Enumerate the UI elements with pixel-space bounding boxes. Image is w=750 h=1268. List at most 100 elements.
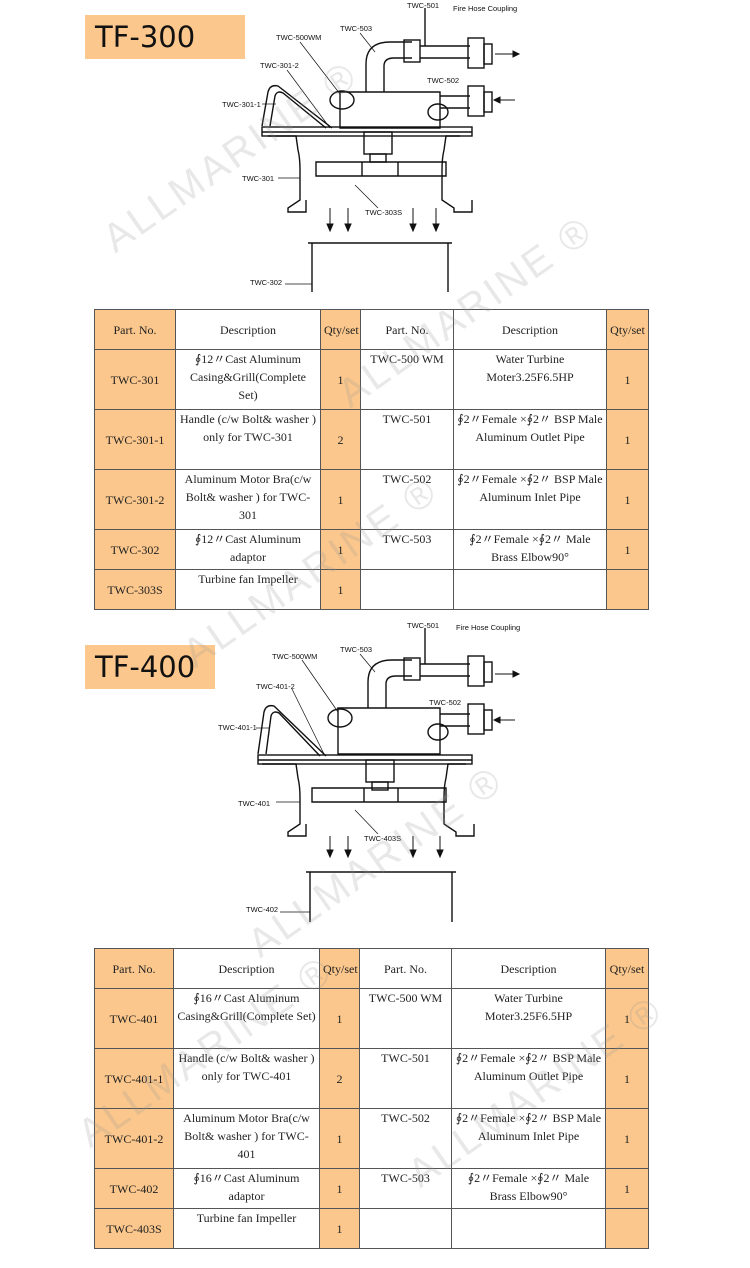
label-casing-2: TWC-301-2 [260,61,299,70]
label-twc500wm: TWC-500WM [272,652,317,661]
description: Turbine fan Impeller [173,1208,320,1249]
qty [605,1208,649,1249]
parts-table: Part. No. Description Qty/set Part. No. … [94,309,649,610]
part-no [359,1208,452,1249]
label-adaptor: TWC-402 [246,905,278,914]
description: ∮2〃Female ×∮2〃 Male Brass Elbow90° [451,1168,606,1209]
table-row: TWC-301-1 Handle (c/w Bolt& washer ) onl… [94,409,649,470]
qty: 1 [319,1108,360,1169]
part-no: TWC-302 [94,529,176,570]
airflow-arrows [326,50,521,233]
label-twc503: TWC-503 [340,645,372,654]
label-twc502: TWC-502 [429,698,461,707]
header-description: Description [173,948,320,989]
model-title: TF-300 [85,15,245,59]
header-part-no: Part. No. [94,309,176,350]
part-no: TWC-301-1 [94,409,176,470]
model-title: TF-400 [85,645,215,689]
qty: 1 [319,1168,360,1209]
section-tf300: TF-300 [0,0,750,620]
qty: 1 [319,1208,360,1249]
label-casing-1: TWC-301-1 [222,100,261,109]
table-row: TWC-401 ∮16〃Cast Aluminum Casing&Grill(C… [94,988,649,1049]
label-coupling: Fire Hose Coupling [456,623,520,632]
header-part-no: Part. No. [359,948,452,989]
label-twc501: TWC-501 [407,621,439,630]
header-description: Description [175,309,321,350]
qty [606,569,649,610]
label-impeller: TWC-303S [365,208,402,217]
header-qty: Qty/set [605,948,649,989]
label-adaptor: TWC-302 [250,278,282,287]
qty: 2 [319,1048,360,1109]
label-twc501: TWC-501 [407,1,439,10]
part-no: TWC-503 [360,529,454,570]
airflow-arrows [326,670,521,859]
label-casing: TWC-301 [242,174,274,183]
description: Turbine fan Impeller [175,569,321,610]
qty: 1 [605,1168,649,1209]
exploded-diagram: TWC-501 Fire Hose Coupling TWC-503 TWC-5… [218,621,521,922]
fan-drawing [257,628,493,922]
table-row: TWC-301-2 Aluminum Motor Bra(c/w Bolt& w… [94,469,649,530]
description: Aluminum Motor Bra(c/w Bolt& washer ) fo… [173,1108,320,1169]
qty: 1 [606,349,649,410]
header-qty: Qty/set [320,309,361,350]
table-row: TWC-402 ∮16〃Cast Aluminum adaptor 1 TWC-… [94,1168,649,1209]
description: Water Turbine Moter3.25F6.5HP [451,988,606,1049]
table-header-row: Part. No. Description Qty/set Part. No. … [94,309,649,350]
qty: 1 [320,529,361,570]
qty: 1 [605,1048,649,1109]
description: ∮2〃Female ×∮2〃 Male Brass Elbow90° [453,529,607,570]
description: ∮16〃Cast Aluminum Casing&Grill(Complete … [173,988,320,1049]
description: Handle (c/w Bolt& washer ) only for TWC-… [173,1048,320,1109]
description: ∮2〃Female ×∮2〃 BSP Male Aluminum Inlet P… [451,1108,606,1169]
parts-table: Part. No. Description Qty/set Part. No. … [94,948,649,1249]
label-twc503: TWC-503 [340,24,372,33]
part-no: TWC-401-1 [94,1048,174,1109]
qty: 1 [320,469,361,530]
header-qty: Qty/set [319,948,360,989]
qty: 2 [320,409,361,470]
part-no: TWC-403S [94,1208,174,1249]
part-no: TWC-303S [94,569,176,610]
description: ∮2〃Female ×∮2〃 BSP Male Aluminum Outlet … [453,409,607,470]
part-no: TWC-500 WM [360,349,454,410]
table-row: TWC-302 ∮12〃Cast Aluminum adaptor 1 TWC-… [94,529,649,570]
part-no: TWC-501 [360,409,454,470]
label-impeller: TWC-403S [364,834,401,843]
fan-drawing [261,8,493,292]
qty: 1 [605,1108,649,1169]
part-no: TWC-301-2 [94,469,176,530]
qty: 1 [606,409,649,470]
table-header-row: Part. No. Description Qty/set Part. No. … [94,948,649,989]
description: ∮12〃Cast Aluminum Casing&Grill(Complete … [175,349,321,410]
description: ∮2〃Female ×∮2〃 BSP Male Aluminum Outlet … [451,1048,606,1109]
table-row: TWC-401-1 Handle (c/w Bolt& washer ) onl… [94,1048,649,1109]
header-part-no: Part. No. [94,948,174,989]
part-no: TWC-401-2 [94,1108,174,1169]
qty: 1 [319,988,360,1049]
part-no: TWC-301 [94,349,176,410]
part-no: TWC-502 [359,1108,452,1169]
part-no: TWC-402 [94,1168,174,1209]
part-no: TWC-501 [359,1048,452,1109]
header-description: Description [451,948,606,989]
header-part-no: Part. No. [360,309,454,350]
label-twc502: TWC-502 [427,76,459,85]
qty: 1 [320,349,361,410]
part-no: TWC-503 [359,1168,452,1209]
header-description: Description [453,309,607,350]
qty: 1 [605,988,649,1049]
description: ∮12〃Cast Aluminum adaptor [175,529,321,570]
table-row: TWC-303S Turbine fan Impeller 1 [94,569,649,610]
qty: 1 [606,469,649,530]
description: ∮16〃Cast Aluminum adaptor [173,1168,320,1209]
section-tf400: TF-400 [0,620,750,1268]
table-row: TWC-403S Turbine fan Impeller 1 [94,1208,649,1249]
part-no [360,569,454,610]
exploded-diagram: TWC-501 Fire Hose Coupling TWC-503 TWC-5… [222,1,521,292]
part-no: TWC-401 [94,988,174,1049]
leader-lines [262,9,426,285]
description: ∮2〃Female ×∮2〃 BSP Male Aluminum Inlet P… [453,469,607,530]
